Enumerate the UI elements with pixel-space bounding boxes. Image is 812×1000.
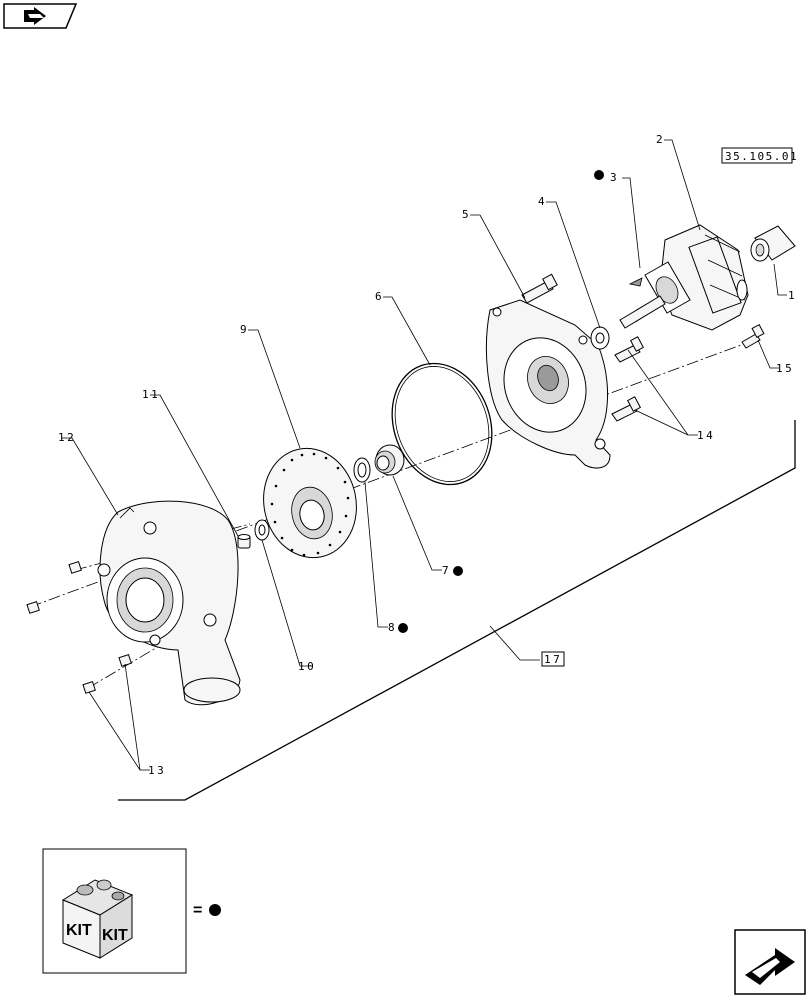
flat-washer-part[interactable] xyxy=(590,326,610,350)
kit-bracket-line xyxy=(118,420,796,801)
mechanical-seal-part[interactable] xyxy=(374,444,405,476)
pump-housing-part[interactable] xyxy=(97,500,241,706)
back-arrow-icon[interactable] xyxy=(3,3,78,29)
fitting-part[interactable] xyxy=(750,225,796,262)
callout-13: 13 xyxy=(148,764,166,777)
pump-cover-part[interactable] xyxy=(485,299,611,469)
kit-marker-dots xyxy=(398,170,604,633)
washer-part[interactable] xyxy=(254,519,270,541)
callout-17-box[interactable]: 17 xyxy=(541,651,565,667)
bushing-part[interactable] xyxy=(237,534,251,549)
seal-ring-part[interactable] xyxy=(353,457,371,483)
callout-3: 3 xyxy=(610,171,619,184)
kit-label-right: KIT xyxy=(102,927,128,944)
callout-12: 12 xyxy=(58,431,76,444)
callout-17: 17 xyxy=(544,653,562,666)
callout-10: 10 xyxy=(298,660,316,673)
cross-reference-link[interactable]: 35.105.01 xyxy=(721,147,798,164)
callout-11: 11 xyxy=(142,388,160,401)
callout-8: 8 xyxy=(388,621,397,634)
kit-marker-7 xyxy=(453,566,463,576)
next-arrow-icon[interactable] xyxy=(734,929,806,995)
kit-legend: KIT KIT = xyxy=(42,848,221,974)
kit-marker-legend xyxy=(209,904,221,916)
kit-marker-3 xyxy=(594,170,604,180)
callout-9: 9 xyxy=(240,323,249,336)
callout-5: 5 xyxy=(462,208,471,221)
hydraulic-motor-part[interactable] xyxy=(619,224,749,331)
kit-equals-sign: = xyxy=(193,902,202,919)
kit-box-icon: KIT KIT xyxy=(61,879,134,959)
callout-15: 15 xyxy=(776,362,794,375)
kit-marker-8 xyxy=(398,623,408,633)
callout-6: 6 xyxy=(375,290,384,303)
callout-1: 1 xyxy=(788,289,797,302)
bolt-part[interactable] xyxy=(521,273,765,422)
nut-part[interactable] xyxy=(26,561,132,694)
callout-14: 14 xyxy=(697,429,715,442)
kit-label-left: KIT xyxy=(66,922,92,939)
callout-7: 7 xyxy=(442,564,451,577)
o-ring-part[interactable] xyxy=(376,349,509,498)
cross-reference-text: 35.105.01 xyxy=(725,150,798,163)
callout-2: 2 xyxy=(656,133,665,146)
callout-4: 4 xyxy=(538,195,547,208)
impeller-part[interactable] xyxy=(254,440,367,567)
key-part[interactable] xyxy=(628,277,643,287)
